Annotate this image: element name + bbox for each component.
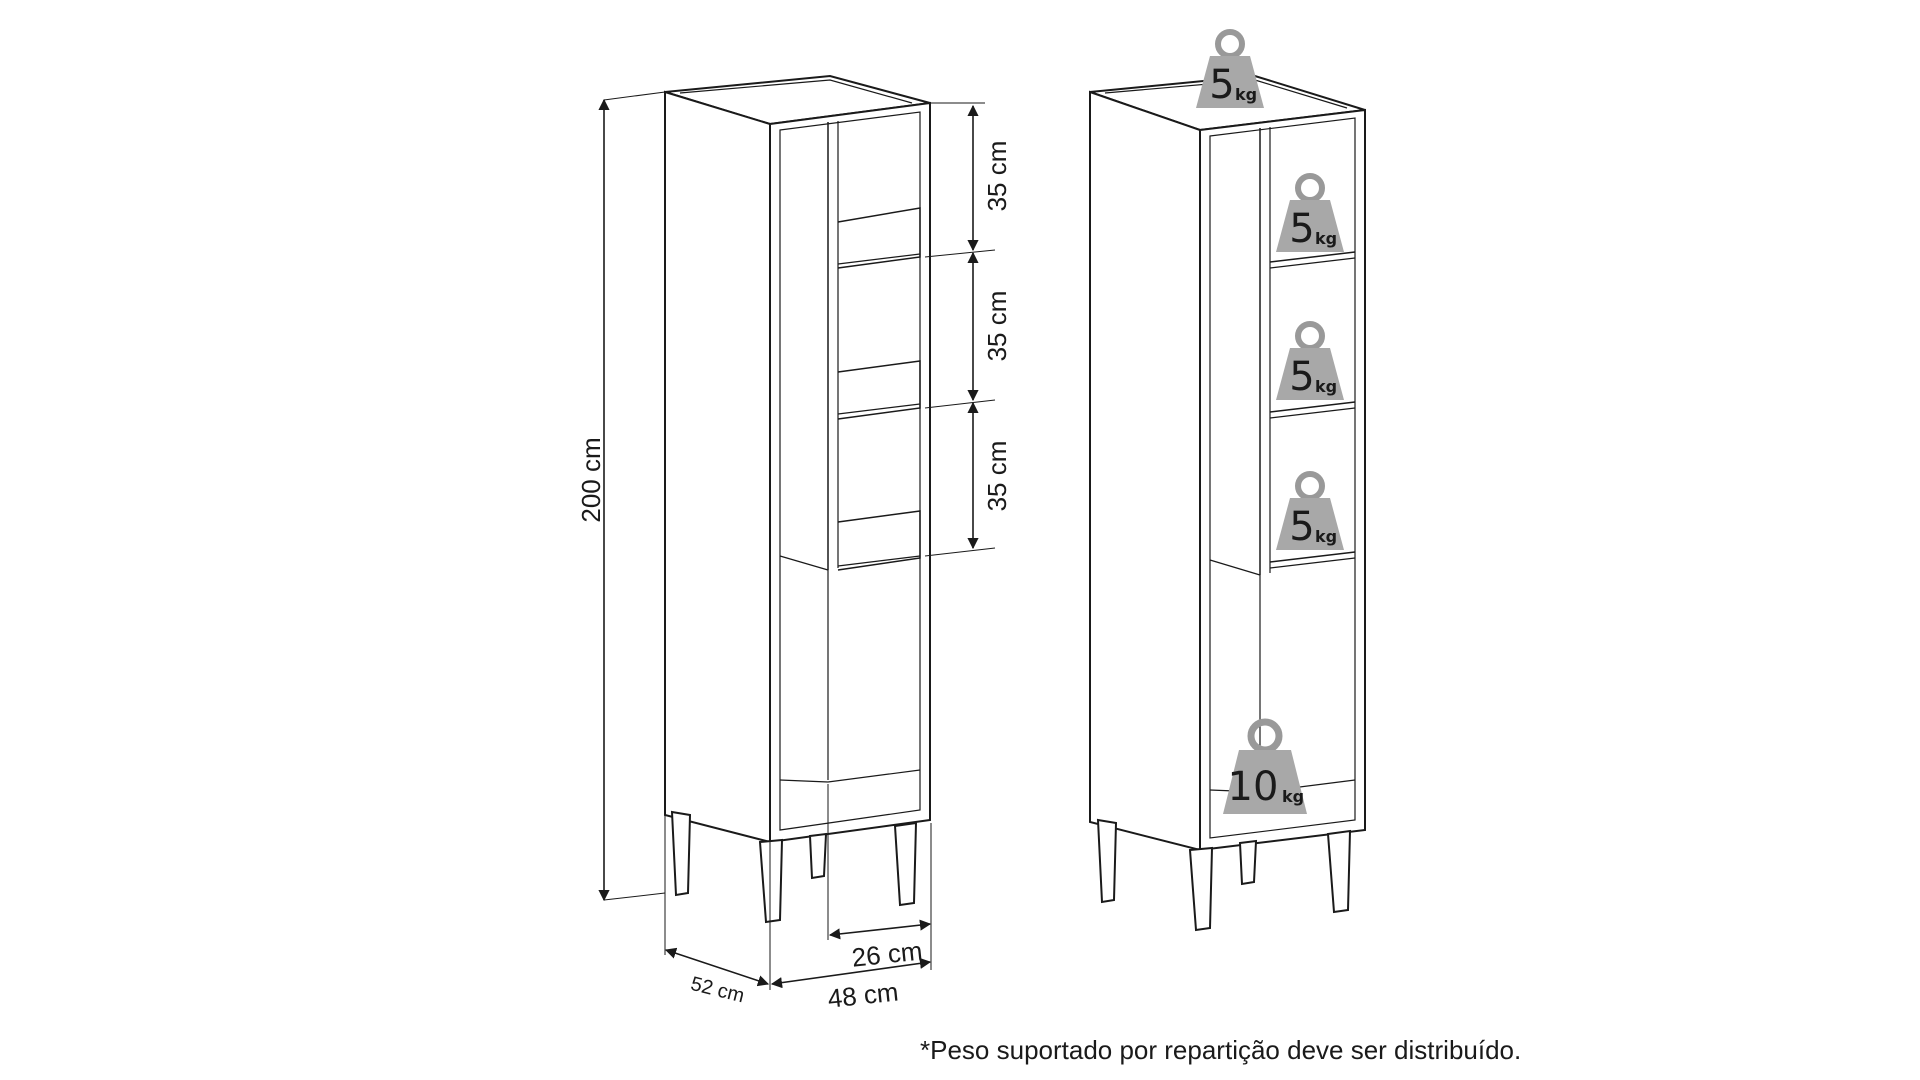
footnote: *Peso suportado por repartição deve ser … [920,1035,1522,1065]
svg-text:5: 5 [1289,206,1314,252]
weight-icon-shelf-1: 5 kg [1276,173,1344,252]
svg-text:kg: kg [1315,229,1337,248]
dim-label-35-1: 35 cm [982,141,1012,212]
svg-text:kg: kg [1235,85,1257,104]
svg-text:10: 10 [1228,764,1279,810]
cabinet-right [1089,74,1366,932]
svg-text:kg: kg [1315,377,1337,396]
weight-icon-shelf-2: 5 kg [1276,321,1344,400]
dim-label-52: 52 cm [688,973,746,1008]
cabinet-left [664,74,931,924]
weight-icon-shelf-3: 5 kg [1276,471,1344,550]
dim-label-35-2: 35 cm [982,291,1012,362]
dim-label-48: 48 cm [826,976,900,1013]
svg-text:kg: kg [1315,527,1337,546]
dim-label-200: 200 cm [576,437,606,522]
svg-text:5: 5 [1289,354,1314,400]
weight-icon-top: 5 kg [1196,29,1264,108]
dimension-lines [598,91,996,990]
dim-label-26: 26 cm [850,935,924,972]
dim-label-35-3: 35 cm [982,441,1012,512]
svg-text:kg: kg [1282,787,1304,806]
weight-icon-bottom: 10 kg [1223,718,1307,814]
svg-text:5: 5 [1209,62,1234,108]
svg-text:5: 5 [1289,504,1314,550]
